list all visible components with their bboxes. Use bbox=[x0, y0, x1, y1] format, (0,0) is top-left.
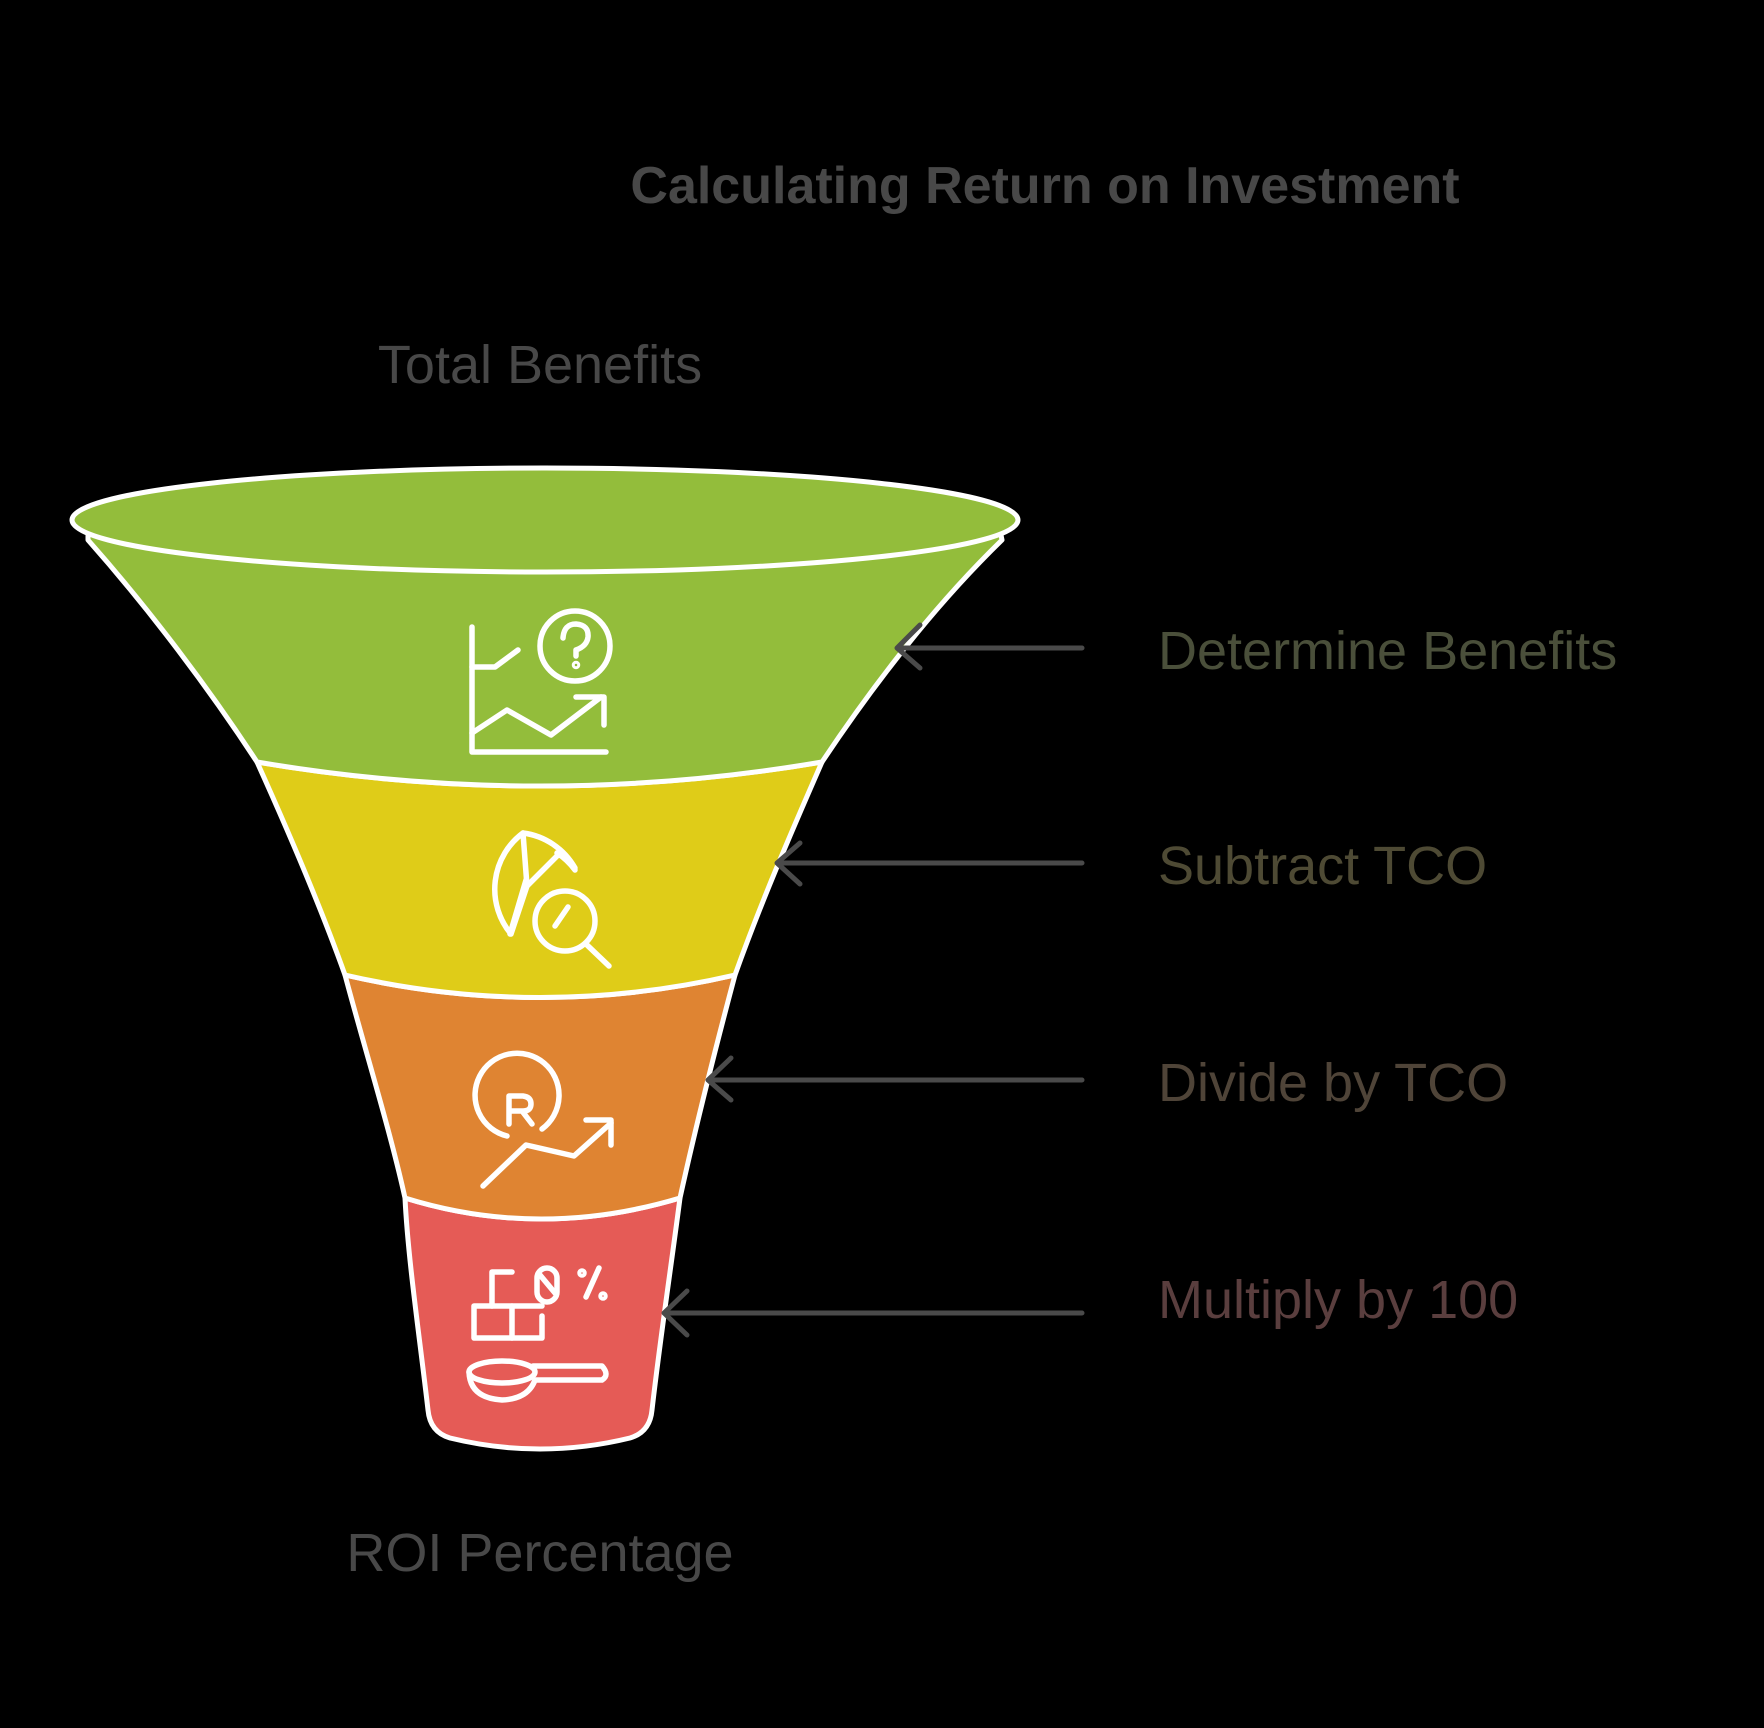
return-growth-icon bbox=[472, 1050, 614, 1189]
percentage-measure-icon bbox=[466, 1265, 609, 1403]
arrow-stage-4 bbox=[661, 1288, 1085, 1338]
pie-chart-search-icon bbox=[492, 830, 612, 969]
stage-label-3: Divide by TCO bbox=[1158, 1053, 1508, 1113]
diagram-title: Calculating Return on Investment bbox=[630, 157, 1459, 215]
stage-label-4: Multiply by 100 bbox=[1158, 1270, 1518, 1330]
funnel-stage-2 bbox=[254, 759, 825, 1000]
stage-label-2: Subtract TCO bbox=[1158, 836, 1487, 896]
funnel-rim bbox=[69, 465, 1021, 575]
funnel-stage-3 bbox=[342, 972, 738, 1222]
arrow-stage-1 bbox=[894, 622, 1085, 671]
funnel-bottom-label: ROI Percentage bbox=[346, 1523, 733, 1583]
funnel-top-label: Total Benefits bbox=[378, 335, 702, 395]
funnel bbox=[69, 465, 1021, 1452]
arrow-stage-3 bbox=[705, 1055, 1085, 1103]
chart-question-icon bbox=[469, 608, 613, 755]
arrow-stage-2 bbox=[774, 840, 1085, 887]
stage-label-1: Determine Benefits bbox=[1158, 621, 1617, 681]
arrows bbox=[661, 622, 1085, 1338]
